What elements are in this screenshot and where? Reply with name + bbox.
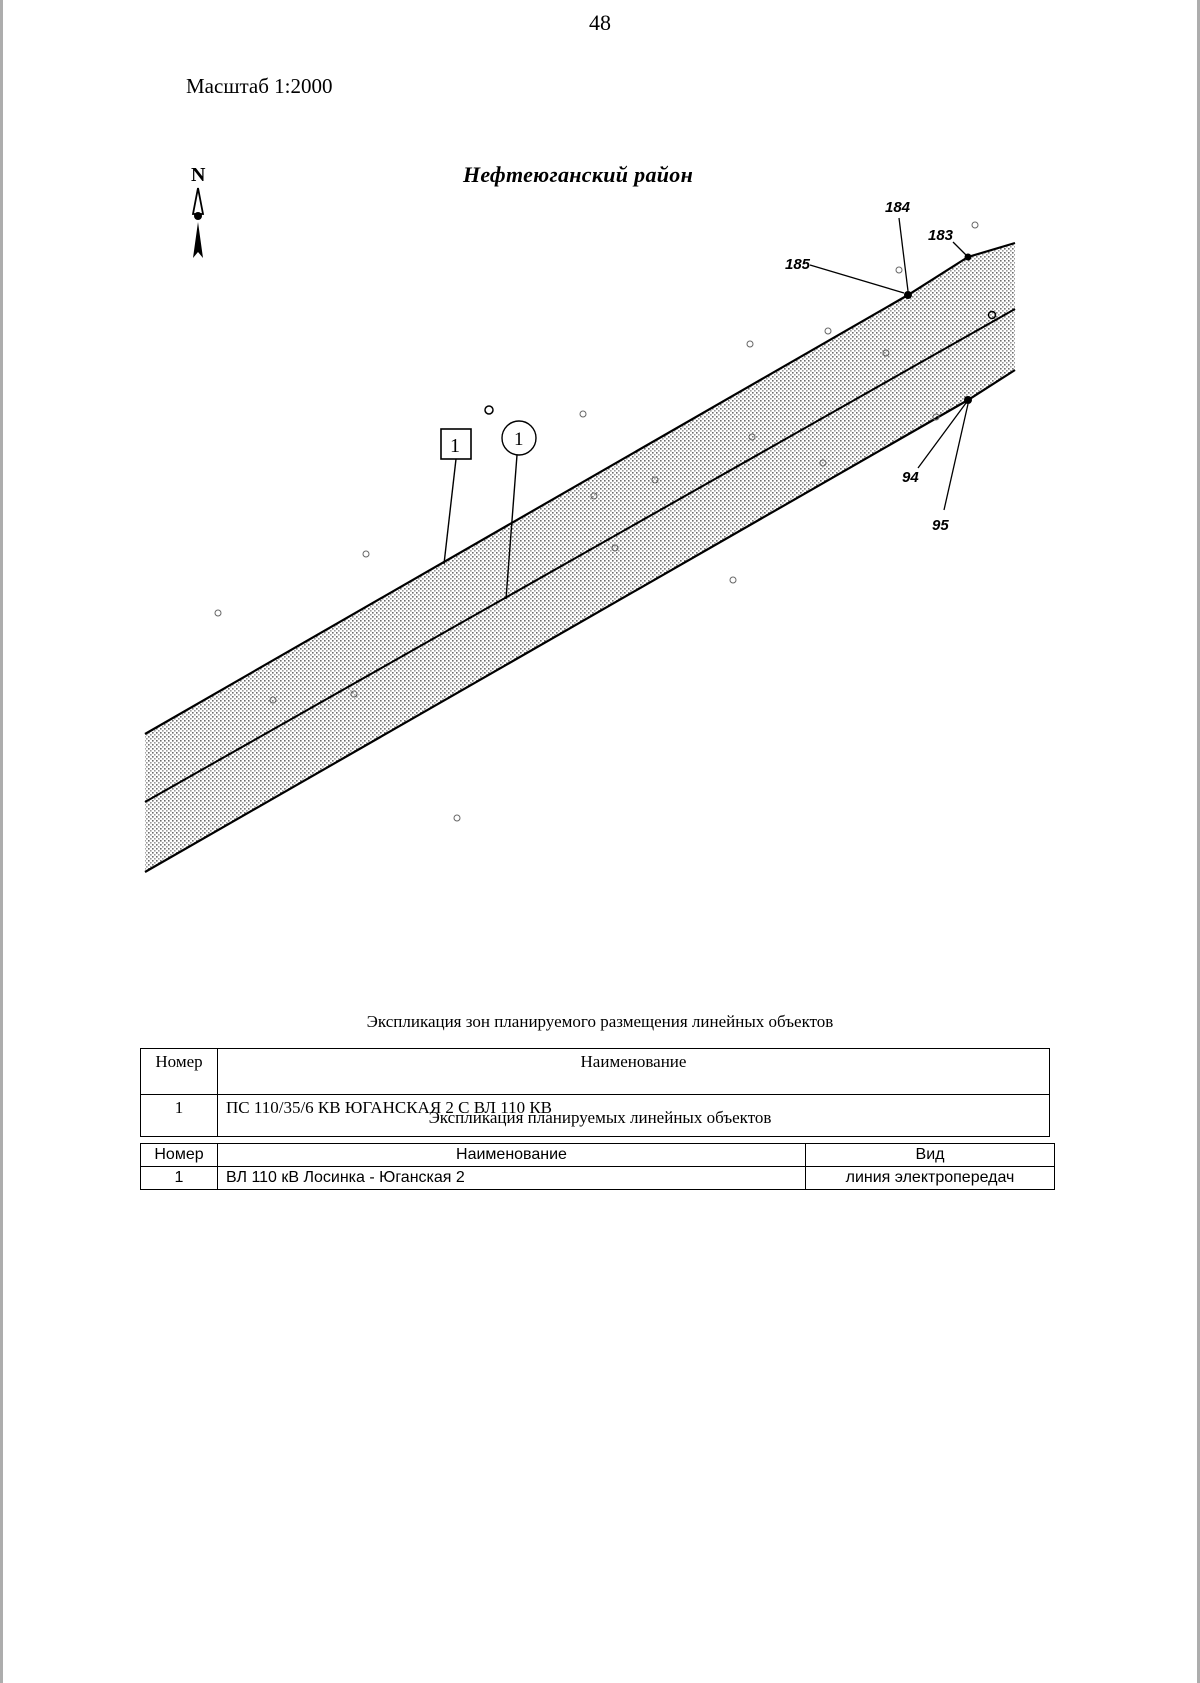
objects-header-number: Номер [140, 1143, 218, 1167]
page-number: 48 [589, 10, 611, 35]
survey-marks [214, 221, 979, 822]
objects-cell-kind: линия электропередач [805, 1166, 1055, 1190]
zones-cell-name: ПС 110/35/6 КВ ЮГАНСКАЯ 2 С ВЛ 110 КВ [217, 1094, 1050, 1137]
point-label-184: 184 [885, 199, 911, 216]
table-row: 1 ВЛ 110 кВ Лосинка - Юганская 2 линия э… [140, 1166, 1055, 1190]
point-marker-185 [904, 291, 912, 299]
scan-edge-left [0, 0, 3, 1683]
objects-header-name: Наименование [217, 1143, 806, 1167]
objects-cell-name: ВЛ 110 кВ Лосинка - Юганская 2 [217, 1166, 806, 1190]
scan-edge-right [1197, 0, 1200, 1683]
planned-zone-area [145, 243, 1015, 872]
point-label-185: 185 [785, 256, 811, 273]
objects-header-kind: Вид [805, 1143, 1055, 1167]
north-letter: N [191, 164, 206, 186]
power-line-node [987, 310, 997, 320]
zone-boundary-upper [144, 241, 1016, 735]
zone-callout-number: 1 [450, 435, 460, 457]
point-marker-94 [964, 396, 972, 404]
zones-table-caption: Экспликация зон планируемого размещения … [366, 1012, 834, 1031]
point-label-95: 95 [932, 517, 949, 534]
zones-cell-number: 1 [140, 1094, 218, 1137]
power-line-node [484, 405, 494, 415]
zones-header-name: Наименование [217, 1048, 1050, 1095]
object-callout-circle [501, 420, 537, 456]
objects-table-caption: Экспликация планируемых линейных объекто… [428, 1108, 772, 1127]
table-row: 1 ПС 110/35/6 КВ ЮГАНСКАЯ 2 С ВЛ 110 КВ [140, 1094, 1050, 1137]
scale-label: Масштаб 1:2000 [186, 74, 333, 98]
point-label-183: 183 [928, 227, 954, 244]
zone-callout-box [440, 428, 472, 460]
point-label-94: 94 [902, 469, 919, 486]
district-label: Нефтеюганский район [463, 162, 694, 187]
zones-table: Номер Наименование 1 ПС 110/35/6 КВ ЮГАН… [140, 1048, 1050, 1137]
zones-header-number: Номер [140, 1048, 218, 1095]
objects-cell-number: 1 [140, 1166, 218, 1190]
objects-table: Номер Наименование Вид 1 ВЛ 110 кВ Лосин… [140, 1143, 1055, 1190]
point-marker-183 [964, 253, 972, 261]
object-callout-number: 1 [514, 429, 524, 450]
north-arrow-icon: N [191, 164, 206, 258]
power-line [144, 308, 1016, 803]
map-drawing: N 184 183 185 94 95 1 1 [144, 164, 1016, 873]
